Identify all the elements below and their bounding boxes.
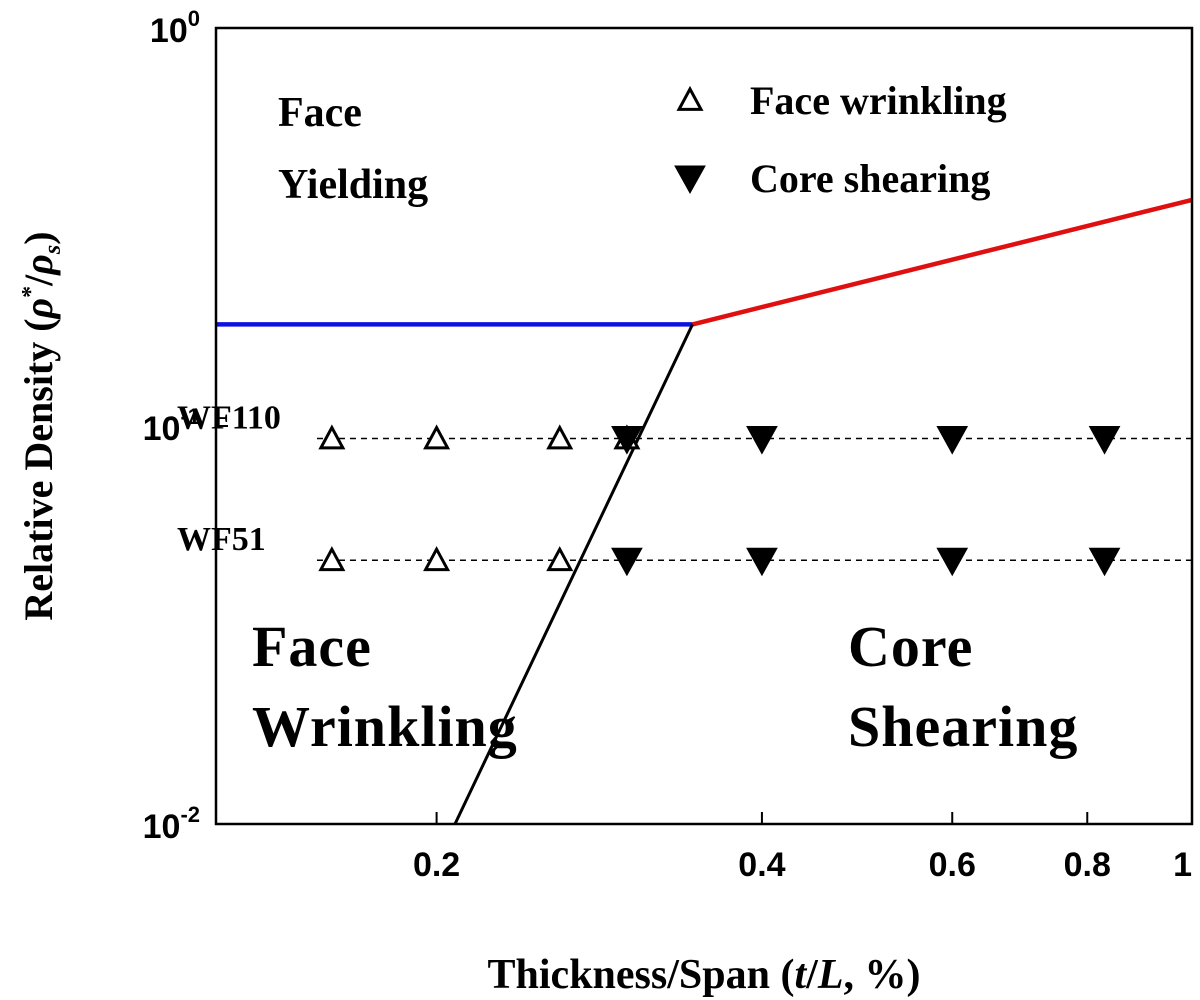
region-label-face-yielding: Face bbox=[278, 90, 362, 136]
axis-titles: Thickness/Span (t/L, %) Relative Density … bbox=[16, 231, 920, 998]
core-shearing-point bbox=[1088, 426, 1121, 455]
core-shearing-point bbox=[936, 547, 969, 577]
reference-label-wf51: WF51 bbox=[177, 521, 266, 558]
axis-ticks: 0.2 0.4 0.6 0.8 1 10-2 10-1 100 bbox=[143, 6, 1193, 884]
core-shearing-point bbox=[746, 547, 778, 577]
reference-label-wf110: WF110 bbox=[177, 400, 281, 437]
legend-marker-face-wrinkling bbox=[676, 85, 704, 111]
core-shearing-point bbox=[746, 426, 778, 455]
y-axis-title: Relative Density (ρ*/ρs) bbox=[16, 231, 66, 620]
region-label-face-wrinkling: Face bbox=[252, 614, 372, 679]
face-wrinkling-point bbox=[423, 424, 451, 450]
y-tick-label: 10-2 bbox=[143, 802, 200, 846]
face-wrinkling-point bbox=[546, 546, 574, 572]
face-wrinkling-point bbox=[546, 424, 574, 450]
region-label-face-yielding: Yielding bbox=[278, 162, 428, 208]
legend-label: Core shearing bbox=[750, 156, 990, 201]
legend-label: Face wrinkling bbox=[750, 78, 1007, 123]
region-label-core-shearing: Core bbox=[848, 614, 973, 679]
face-wrinkling-point bbox=[318, 424, 346, 450]
annotations: WF110WF51FaceYieldingFaceWrinklingCoreSh… bbox=[177, 90, 1078, 759]
core-yielding-boundary bbox=[691, 197, 1193, 327]
plot-area bbox=[216, 197, 1193, 825]
core-shearing-point bbox=[611, 547, 643, 577]
core-shearing-point bbox=[611, 426, 643, 455]
data-markers bbox=[318, 424, 1121, 577]
y-tick-label: 10-1 bbox=[143, 404, 200, 448]
x-tick-label: 0.2 bbox=[413, 846, 460, 884]
region-label-face-wrinkling: Wrinkling bbox=[252, 694, 518, 759]
face-wrinkling-point bbox=[318, 546, 346, 572]
core-shearing-point bbox=[936, 426, 969, 455]
x-tick-label: 1 bbox=[1173, 846, 1192, 884]
region-label-core-shearing: Shearing bbox=[848, 694, 1078, 759]
face-wrinkling-point bbox=[423, 546, 451, 572]
core-shearing-point bbox=[1088, 547, 1121, 577]
x-tick-label: 0.6 bbox=[929, 846, 976, 884]
y-tick-label: 100 bbox=[150, 6, 200, 50]
x-tick-label: 0.4 bbox=[738, 846, 785, 884]
x-axis-title: Thickness/Span (t/L, %) bbox=[488, 952, 921, 998]
legend-marker-core-shearing bbox=[674, 165, 706, 195]
wrinkling-shearing-boundary bbox=[453, 323, 694, 825]
x-tick-label: 0.8 bbox=[1064, 846, 1111, 884]
